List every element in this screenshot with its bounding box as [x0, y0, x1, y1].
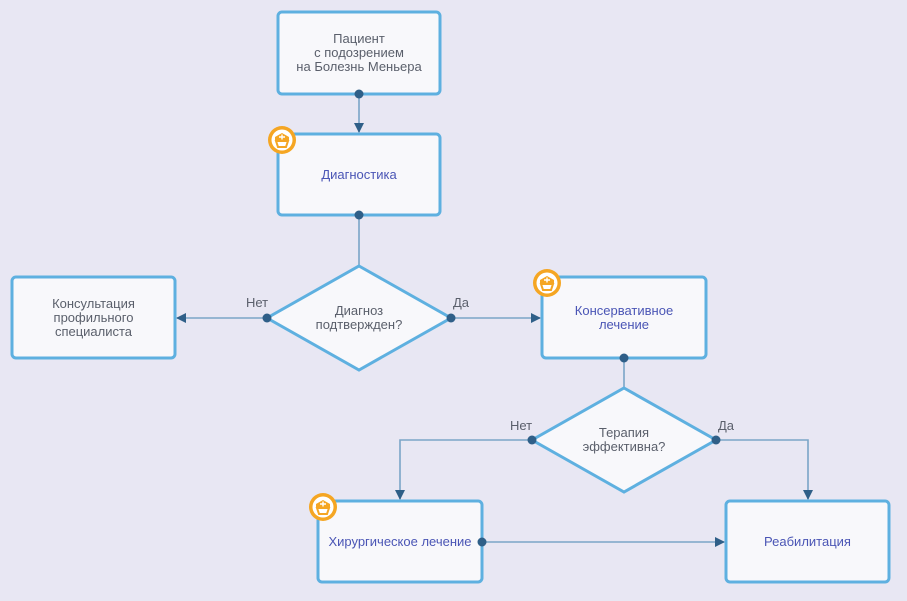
edge-decision2-surgical: [395, 439, 532, 500]
port-dot: [619, 353, 629, 363]
port-dot: [477, 537, 487, 547]
node-rehabilitation[interactable]: [724, 499, 891, 584]
node-diagnostics[interactable]: [276, 132, 442, 217]
port-dot: [527, 435, 537, 445]
port-dot: [711, 435, 721, 445]
node-patient[interactable]: [276, 10, 442, 96]
edge-decision2-rehabilitation: [716, 439, 813, 500]
edges: [176, 94, 813, 547]
nurse-cap-icon: [308, 492, 338, 522]
node-surgical[interactable]: [316, 499, 484, 584]
port-dot: [262, 313, 272, 323]
connection-dots: [262, 89, 721, 547]
node-therapy-effective[interactable]: [528, 386, 720, 494]
node-consultation[interactable]: [10, 275, 177, 360]
port-dot: [446, 313, 456, 323]
nurse-cap-icon: [267, 125, 297, 155]
edge-label-no: Нет: [246, 295, 269, 310]
edge-label-yes: Да: [718, 418, 735, 433]
edge-label-no: Нет: [510, 418, 533, 433]
node-diagnosis-confirmed[interactable]: [263, 264, 455, 372]
nurse-cap-icon: [532, 268, 562, 298]
node-conservative[interactable]: [540, 275, 708, 360]
port-dot: [354, 210, 364, 220]
edge-label-yes: Да: [453, 295, 470, 310]
port-dot: [354, 89, 364, 99]
